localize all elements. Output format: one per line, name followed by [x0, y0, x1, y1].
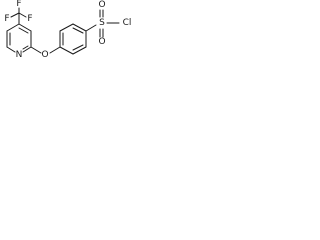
bond-o-aryl — [49, 46, 61, 54]
structure-diagram: F F F N O S O O Cl — [0, 0, 151, 93]
pyridine-ring — [6, 23, 32, 53]
atom-label-nitrogen: N — [16, 50, 23, 60]
molecule-structure: F F F N O S O O Cl — [4, 0, 132, 60]
pyridine-bond-c6-n — [6, 46, 16, 53]
bond-c2-o — [30, 46, 42, 54]
sulfonyl-chloride-group — [85, 9, 120, 38]
atom-label-chlorine: Cl — [123, 18, 132, 28]
bond-aryl-s — [85, 24, 97, 32]
atom-label-f-top: F — [16, 0, 21, 9]
atom-label-f-left: F — [4, 14, 9, 24]
bond-c-f-right — [18, 12, 27, 18]
atom-label-ether-oxygen: O — [41, 50, 48, 60]
benzene-ring — [59, 23, 87, 55]
benzene-bond-5-6 — [72, 46, 87, 55]
bond-c-f-left — [10, 12, 20, 18]
benzene-bond-5-6-double — [72, 44, 84, 51]
pyridine-bond-c3-c4 — [18, 23, 32, 32]
benzene-bond-2-3 — [59, 23, 74, 32]
pyridine-bond-c3-c4-double — [18, 27, 29, 34]
atom-label-sulfonyl-oxygen-bottom: O — [98, 37, 105, 47]
pyridine-bond-n-c2 — [22, 46, 32, 53]
benzene-bond-3-4 — [72, 23, 87, 32]
trifluoromethyl-group — [10, 7, 27, 25]
pyridine-bond-c4-c5 — [6, 23, 20, 32]
pyridine-bond-n-c2-double — [22, 45, 29, 50]
benzene-bond-6-1 — [59, 46, 74, 55]
benzene-bond-3-4-double — [72, 27, 84, 34]
ether-linkage — [30, 46, 61, 54]
atom-label-sulfonyl-oxygen-top: O — [98, 0, 105, 10]
atom-label-f-right: F — [27, 14, 32, 24]
atom-label-sulfur: S — [99, 18, 105, 28]
